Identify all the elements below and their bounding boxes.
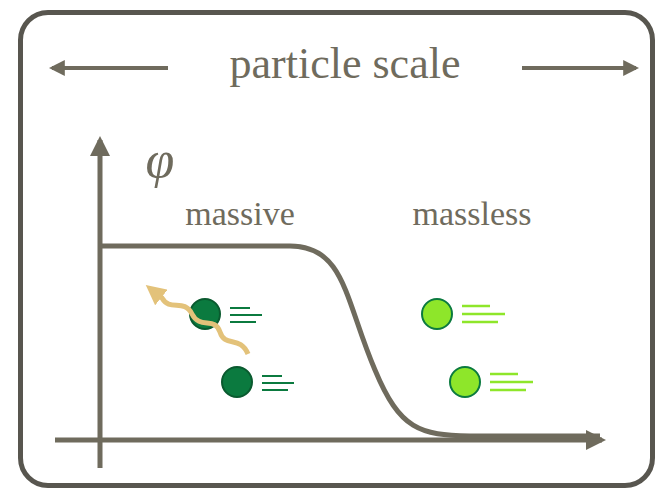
photon-wave (152, 290, 248, 354)
region-label: massless (413, 195, 532, 232)
panel-box: particle scale (18, 10, 655, 488)
region-label: massive (185, 195, 295, 232)
scale-arrow-right (522, 66, 636, 70)
field-profile-curve (100, 246, 600, 436)
y-axis (98, 140, 103, 468)
axis-label: φ (146, 131, 175, 188)
scale-title: particle scale (226, 40, 465, 88)
massless-particles (422, 299, 533, 397)
scale-arrow-left (52, 66, 168, 70)
